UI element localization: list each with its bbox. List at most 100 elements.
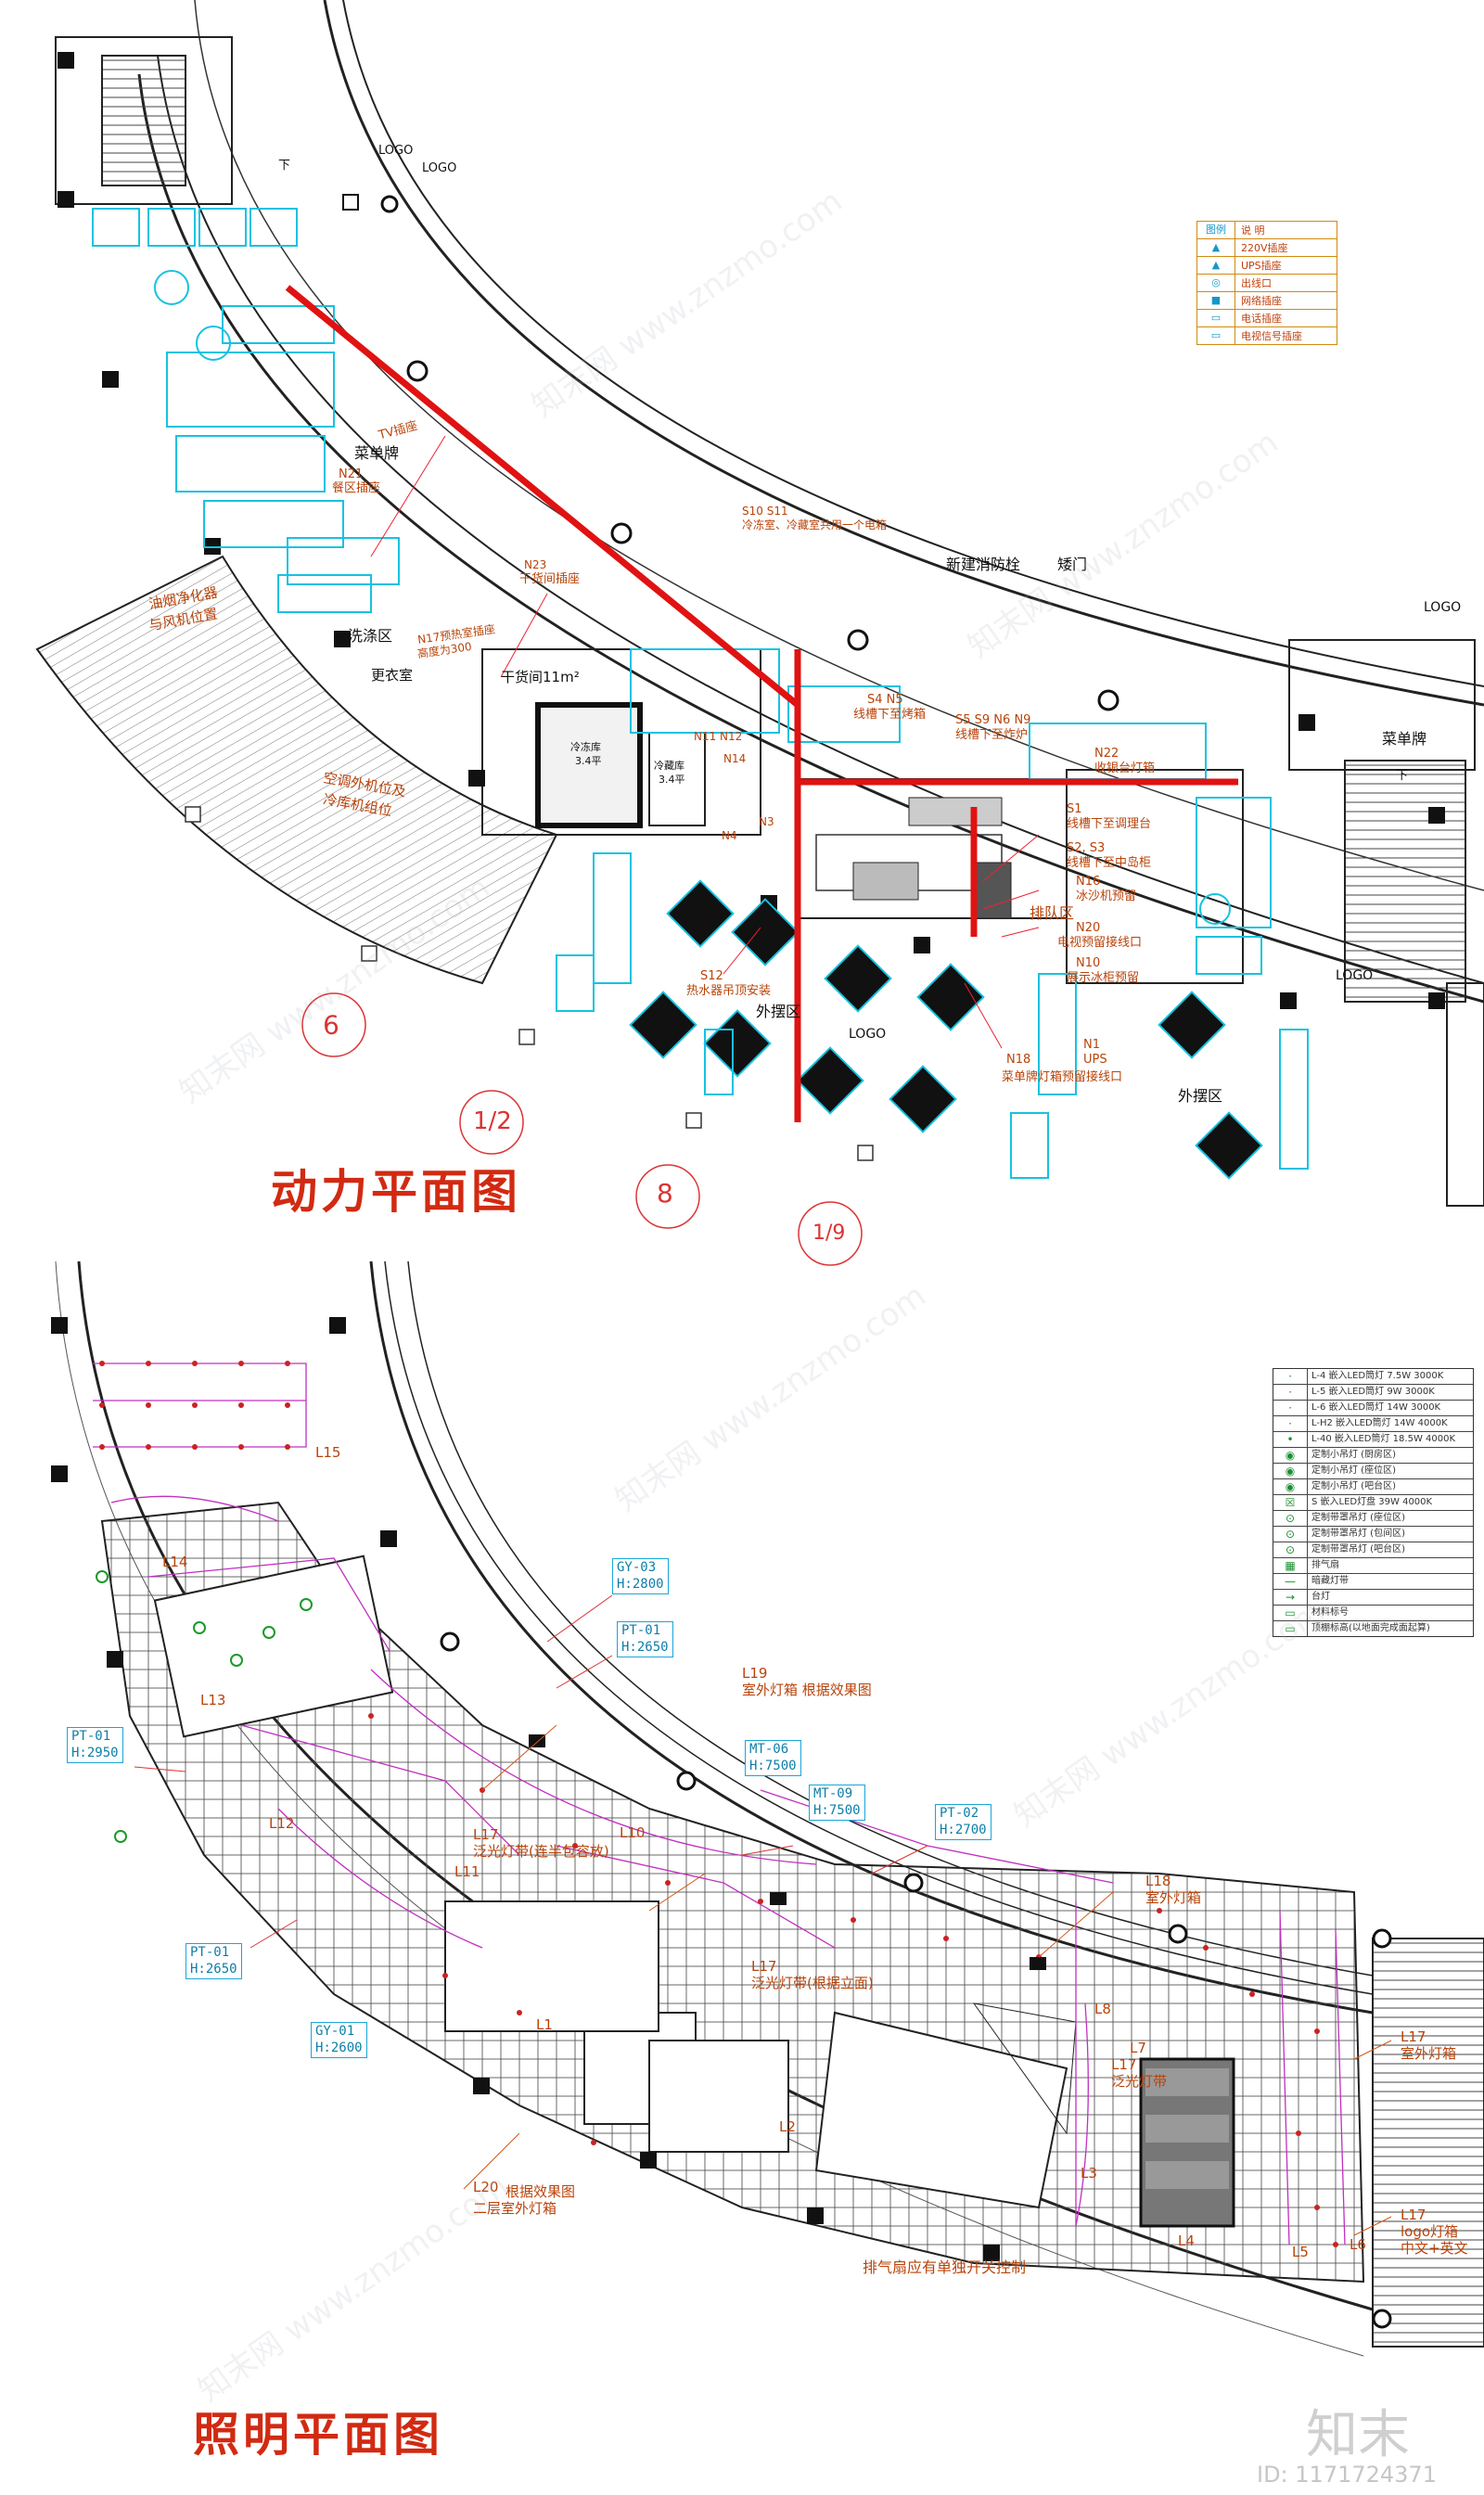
tag-code: PT-01 (190, 1945, 230, 1960)
s4-desc: 线槽下至烤箱 (853, 708, 927, 722)
hatched-balcony (35, 555, 558, 985)
s5-label: S5 S9 N6 N9 (955, 713, 1031, 727)
chiller-label: 冷藏库 (654, 760, 684, 772)
l17-desc: 室外灯箱 (1401, 2045, 1457, 2062)
n4-label: N4 (722, 829, 737, 842)
grid-marker-1-9: 1/9 (812, 1222, 846, 1245)
l18-label: L18 (1145, 1873, 1171, 1889)
pendant-icon: ◉ (1273, 1479, 1308, 1494)
logo-label: LOGO (1336, 968, 1374, 983)
lighting-plan (51, 1260, 1484, 2357)
grid-marker-1-2: 1/2 (473, 1107, 512, 1135)
tag-height: H:2950 (71, 1745, 119, 1760)
downlight-icon: · (1273, 1416, 1308, 1431)
tag-height: H:2700 (940, 1822, 987, 1837)
short-door-label: 矮门 (1057, 556, 1088, 573)
round-columns (380, 195, 1119, 711)
l15-label: L15 (315, 1444, 341, 1461)
downlight-icon: • (1273, 1432, 1308, 1447)
logo-label: LOGO (1424, 600, 1462, 615)
stair-down-label: 下 (278, 159, 291, 173)
n11-label: N11 N12 (694, 730, 743, 743)
legend-text: 台灯 (1311, 1592, 1330, 1602)
ups-label: UPS (1083, 1053, 1107, 1067)
n1-label: N1 (1083, 1038, 1100, 1052)
legend-text: L-4 嵌入LED筒灯 7.5W 3000K (1311, 1371, 1444, 1381)
l1-label: L1 (536, 2016, 553, 2033)
lighting-legend: ·L-4 嵌入LED筒灯 7.5W 3000K ·L-5 嵌入LED筒灯 9W … (1273, 1368, 1474, 1637)
queue-area-label: 排队区 (1030, 904, 1075, 922)
lighting-plan-title: 照明平面图 (193, 2408, 443, 2462)
legend-text: L-H2 嵌入LED筒灯 14W 4000K (1311, 1418, 1448, 1428)
n18-label: N18 (1006, 1053, 1031, 1067)
n16-label: N16 (1076, 875, 1101, 889)
l17-label: L17 (1111, 2056, 1137, 2073)
l20-desc: 根据效果图 (505, 2183, 576, 2200)
brand-logo: 知末 (1306, 2405, 1410, 2465)
legend-text: L-40 嵌入LED筒灯 18.5W 4000K (1311, 1434, 1456, 1444)
exhaust-fan-icon: ▦ (1273, 1558, 1308, 1573)
table-lamp-icon: → (1273, 1590, 1308, 1605)
panel-light-icon: ☒ (1273, 1495, 1308, 1510)
l17-desc: 中文+英文 (1401, 2240, 1468, 2257)
exhaust-fan-note: 排气扇应有单独开关控制 (863, 2258, 1027, 2276)
n22-desc: 收银台灯箱 (1094, 761, 1156, 775)
l18-desc: 室外灯箱 (1145, 1889, 1202, 1906)
wash-area-label: 洗涤区 (348, 627, 393, 645)
l2-label: L2 (779, 2118, 796, 2135)
downlight-icon: · (1273, 1369, 1308, 1384)
legend-text: S 嵌入LED灯盘 39W 4000K (1311, 1497, 1433, 1507)
s4-label: S4 N5 (867, 693, 903, 707)
tag-code: GY-01 (315, 2024, 355, 2039)
grid-marker-8: 8 (657, 1178, 673, 1209)
l4-label: L4 (1178, 2233, 1195, 2249)
l19-label: L19 (742, 1665, 768, 1682)
l10-label: L10 (620, 1824, 646, 1841)
n10-desc: 展示冰柜预留 (1067, 971, 1140, 985)
tv-socket-icon: ▭ (1197, 327, 1235, 344)
l13-label: L13 (200, 1692, 226, 1708)
n20-desc: 电视预留接线口 (1057, 936, 1143, 950)
s10-desc: 冷冻室、冷藏室共用一个电箱 (742, 518, 888, 531)
ceiling-height-tag-icon: ▭ (1273, 1621, 1308, 1636)
l14-label: L14 (162, 1554, 188, 1570)
legend-text: 220V插座 (1241, 242, 1288, 254)
tag-height: H:2650 (621, 1639, 669, 1655)
l11-label: L11 (454, 1863, 480, 1880)
chiller-size-label: 3.4平 (659, 774, 685, 786)
outdoor-benches (556, 852, 1309, 1179)
tag-height: H:7500 (813, 1802, 861, 1818)
inner-curve-wall-2 (342, 0, 1484, 687)
outdoor-tables (629, 879, 1263, 1180)
n3-label: N3 (759, 815, 774, 828)
shade-pendant-icon: ⊙ (1273, 1542, 1308, 1557)
legend-header-desc: 说 明 (1241, 224, 1265, 237)
n23-label: N23 (524, 558, 547, 571)
power-legend: 图例说 明 ▲220V插座 ▲UPS插座 ◎出线口 ■网络插座 ▭电话插座 ▭电… (1196, 221, 1337, 345)
legend-text: 电话插座 (1241, 313, 1282, 325)
menu-board-label: 菜单牌 (1382, 730, 1427, 748)
inner-curve-wall (323, 0, 1484, 707)
outdoor-seating-label: 外摆区 (756, 1003, 801, 1020)
stair-down-label: 下 (1396, 769, 1409, 783)
s5-desc: 线槽下至炸炉 (955, 728, 1029, 742)
power-plan (35, 0, 1484, 1266)
legend-text: 定制小吊灯 (厨房区) (1311, 1450, 1396, 1460)
outlet-icon: ◎ (1197, 275, 1235, 291)
freezer-size-label: 3.4平 (575, 755, 602, 767)
l17-desc: 泛光灯带(根据立面) (751, 1975, 874, 1991)
outdoor-seating-label: 外摆区 (1178, 1087, 1223, 1105)
menu-board-label: 菜单牌 (354, 444, 400, 462)
l20-label: L20 (473, 2179, 499, 2195)
material-tag-icon: ▭ (1273, 1606, 1308, 1620)
downlight-icon: · (1273, 1385, 1308, 1400)
n21-label: N21 (339, 467, 364, 481)
l12-label: L12 (269, 1815, 295, 1832)
tag-code: MT-09 (813, 1786, 853, 1801)
grid-marker-9: 9 (323, 1008, 339, 1040)
